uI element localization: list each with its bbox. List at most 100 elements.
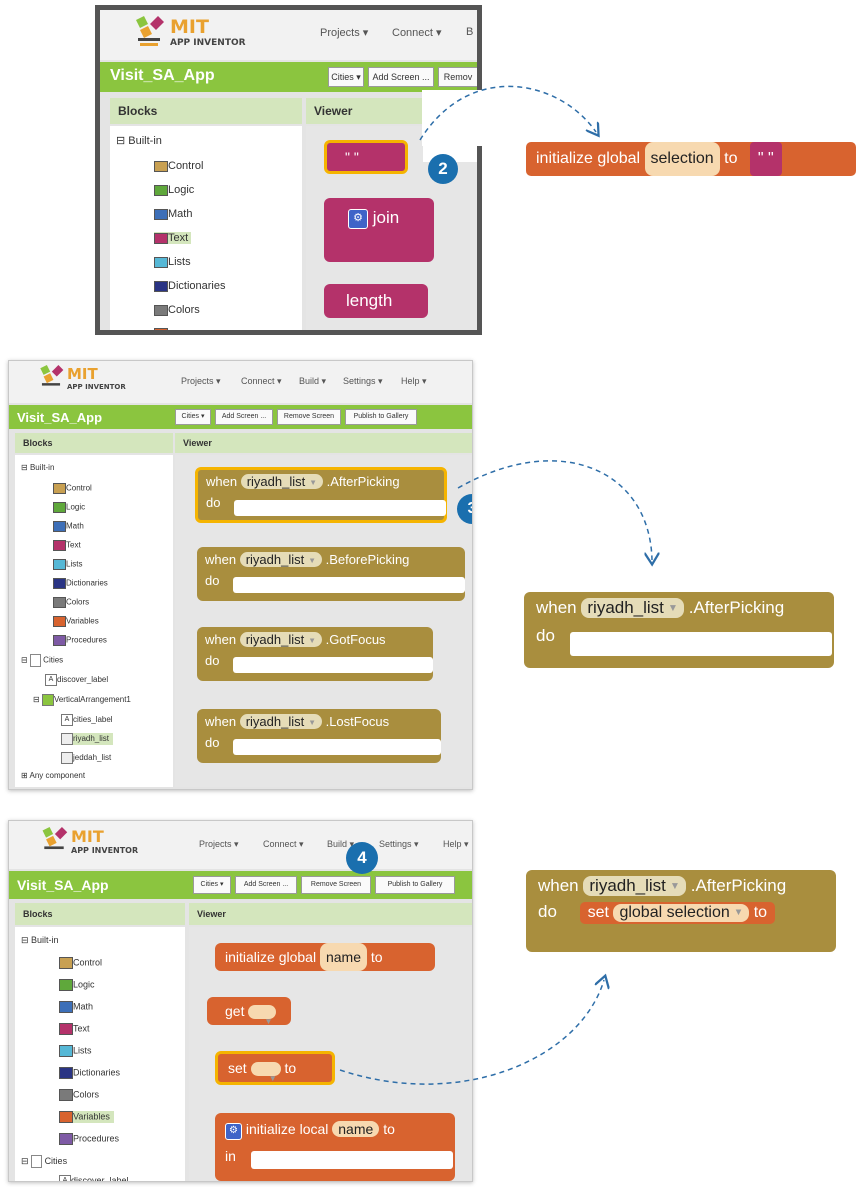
tree-item-colors[interactable]: Colors <box>59 1089 99 1101</box>
event-after-picking-block[interactable]: when riyadh_list▼ .AfterPicking do <box>195 467 447 523</box>
tree-item-procedures[interactable]: Procedures <box>53 635 107 646</box>
event-got-focus-block[interactable]: when riyadh_list▼ .GotFocus do <box>197 627 433 681</box>
component-dropdown[interactable]: riyadh_list▼ <box>239 632 322 647</box>
tree-item-logic[interactable]: Logic <box>53 502 85 513</box>
menu-build[interactable]: Build ▾ <box>299 376 327 386</box>
component-dropdown[interactable]: riyadh_list▼ <box>239 552 322 567</box>
set-global-selection-block: set global selection▼ to <box>579 902 776 924</box>
do-statement-slot[interactable] <box>233 577 465 593</box>
tree-item-label: Lists <box>168 256 191 268</box>
do-statement-slot[interactable] <box>233 657 433 673</box>
tree-item-lists[interactable]: Lists <box>59 1045 92 1057</box>
set-variable-block[interactable]: set ▼ to <box>215 1051 335 1085</box>
tree-item-math[interactable]: Math <box>154 208 192 220</box>
tree-built-in[interactable]: ⊟ Built-in <box>21 463 55 472</box>
tree-item-control[interactable]: Control <box>154 160 203 172</box>
tree-item-logic[interactable]: Logic <box>59 979 95 991</box>
gear-icon[interactable]: ⚙ <box>225 1123 242 1140</box>
menu-settings[interactable]: Settings ▾ <box>379 839 419 849</box>
menu-connect[interactable]: Connect ▾ <box>241 376 282 386</box>
tree-item-math[interactable]: Math <box>53 521 84 532</box>
app-inventor-logo[interactable]: MIT APP INVENTOR <box>132 16 262 54</box>
do-statement-slot[interactable] <box>234 500 446 516</box>
event-name: .AfterPicking <box>690 876 787 895</box>
app-inventor-logo[interactable]: MIT APP INVENTOR <box>37 365 157 399</box>
initialize-global-block[interactable]: initialize global name to <box>215 943 435 971</box>
menu-connect[interactable]: Connect ▾ <box>263 839 304 849</box>
component-dropdown[interactable]: riyadh_list▼ <box>239 714 322 729</box>
tree-item-text[interactable]: Text <box>53 540 81 551</box>
event-before-picking-block[interactable]: when riyadh_list▼ .BeforePicking do <box>197 547 465 601</box>
event-lost-focus-block[interactable]: when riyadh_list▼ .LostFocus do <box>197 709 441 763</box>
tree-vertical-arrangement[interactable]: ⊟ VerticalArrangement1 <box>33 694 131 706</box>
tree-jeddah-list[interactable]: jeddah_list <box>61 752 111 764</box>
remove-screen-button[interactable]: Remov <box>438 67 477 87</box>
tree-item-lists[interactable]: Lists <box>53 559 82 570</box>
tree-item-lists[interactable]: Lists <box>154 256 191 268</box>
variable-name-field[interactable]: name <box>319 943 367 971</box>
menu-settings[interactable]: Settings ▾ <box>343 376 383 386</box>
tree-item-dictionaries[interactable]: Dictionaries <box>154 280 225 292</box>
tree-riyadh-list[interactable]: riyadh_list <box>61 733 114 745</box>
screen-selector[interactable]: Cities ▾ <box>193 876 231 894</box>
tree-item-variables[interactable]: Variables <box>59 1111 114 1123</box>
variable-dropdown[interactable]: ▼ <box>250 1062 281 1083</box>
publish-gallery-button[interactable]: Publish to Gallery <box>345 409 417 425</box>
tree-item-colors[interactable]: Colors <box>154 304 200 316</box>
do-statement-slot[interactable] <box>233 739 441 755</box>
join-block[interactable]: ⚙ join <box>324 198 434 262</box>
remove-screen-button[interactable]: Remove Screen <box>301 876 371 894</box>
tree-item-control[interactable]: Control <box>59 957 102 969</box>
step-badge-3: 3 <box>457 494 472 524</box>
app-inventor-logo[interactable]: MIT APP INVENTOR <box>39 827 159 863</box>
menu-help[interactable]: Help ▾ <box>443 839 469 849</box>
tree-item-logic[interactable]: Logic <box>154 184 194 196</box>
tree-item-control[interactable]: Control <box>53 483 92 494</box>
blocks-panel-header: Blocks <box>110 98 302 124</box>
get-variable-block[interactable]: get ▼ <box>207 997 291 1026</box>
tree-item-math[interactable]: Math <box>59 1001 93 1013</box>
tree-built-in-label: Built-in <box>29 463 55 472</box>
menu-help[interactable]: Help ▾ <box>401 376 427 386</box>
tree-built-in[interactable]: ⊟ Built-in <box>116 135 162 147</box>
remove-screen-button[interactable]: Remove Screen <box>277 409 341 425</box>
tree-item-procedures[interactable]: Procedures <box>59 1133 119 1145</box>
tree-item-dictionaries[interactable]: Dictionaries <box>53 578 108 589</box>
menu-build[interactable]: Build ▾ <box>327 839 355 849</box>
length-block[interactable]: length <box>324 284 428 318</box>
publish-gallery-button[interactable]: Publish to Gallery <box>375 876 455 894</box>
tree-item-label: Text <box>66 540 81 550</box>
tree-item-variables[interactable]: Variables <box>53 616 99 627</box>
variable-dropdown[interactable]: ▼ <box>248 1005 277 1026</box>
screen-selector[interactable]: Cities ▾ <box>328 67 364 87</box>
gear-icon[interactable]: ⚙ <box>348 209 368 229</box>
menu-projects[interactable]: Projects ▾ <box>199 839 239 849</box>
tree-item-text[interactable]: Text <box>154 232 192 244</box>
menu-projects[interactable]: Projects ▾ <box>320 27 369 39</box>
tree-cities[interactable]: ⊟ Cities <box>21 1155 67 1168</box>
local-name-field[interactable]: name <box>332 1121 380 1137</box>
menu-connect[interactable]: Connect ▾ <box>392 27 442 39</box>
add-screen-button[interactable]: Add Screen ... <box>235 876 297 894</box>
add-screen-button[interactable]: Add Screen ... <box>215 409 273 425</box>
tree-any-label: Any component <box>29 771 86 780</box>
add-screen-button[interactable]: Add Screen ... <box>368 67 434 87</box>
text-string-block[interactable]: " " <box>324 140 408 174</box>
colors-color-icon <box>59 1089 73 1101</box>
tree-built-in[interactable]: ⊟ Built-in <box>21 935 59 945</box>
component-name: riyadh_list <box>587 598 664 617</box>
in-statement-slot[interactable] <box>251 1151 453 1169</box>
menu-projects[interactable]: Projects ▾ <box>181 376 221 386</box>
screen-selector[interactable]: Cities ▾ <box>175 409 211 425</box>
tree-item-colors[interactable]: Colors <box>53 597 89 608</box>
tree-cities[interactable]: ⊟ Cities <box>21 654 63 667</box>
initialize-local-block[interactable]: ⚙ initialize local name to in <box>215 1113 455 1181</box>
tree-item-dictionaries[interactable]: Dictionaries <box>59 1067 120 1079</box>
tree-item-text[interactable]: Text <box>59 1023 90 1035</box>
tree-any-component[interactable]: ⊞ Any component <box>21 771 86 780</box>
component-dropdown[interactable]: riyadh_list▼ <box>240 474 323 489</box>
menu-build[interactable]: B <box>466 26 474 38</box>
